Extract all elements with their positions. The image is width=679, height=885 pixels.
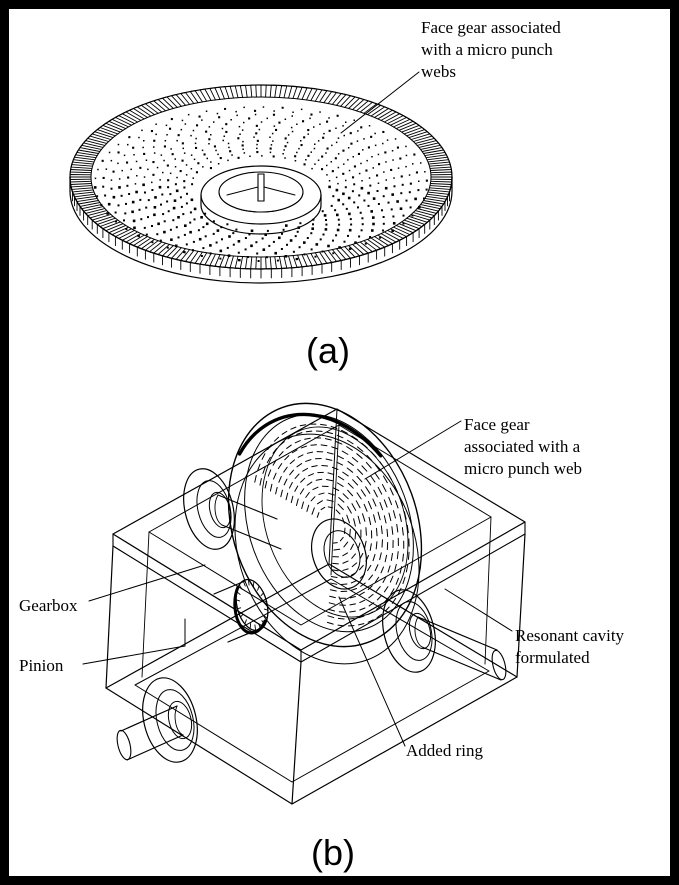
panel-b-gearbox: [82, 402, 526, 805]
hub-a: [200, 165, 322, 235]
leader-resonant-cavity: [444, 588, 513, 632]
face-gear-callout-label: Face gear associated with a micro punch …: [464, 415, 583, 478]
shaft-assembly-right: [382, 589, 507, 681]
gear-teeth-ring-a: [69, 84, 453, 279]
panel-a-letter: (a): [306, 330, 350, 371]
leader-webs: [340, 71, 420, 134]
resonant-cavity-callout-label: Resonant cavity formulated: [515, 626, 625, 667]
panel-b-letter: (b): [311, 832, 355, 873]
pinion-callout-label: Pinion: [19, 656, 64, 675]
face-gear-b: [227, 402, 423, 648]
leader-added-ring: [338, 596, 406, 747]
leader-pinion: [82, 618, 186, 665]
figure-drawing: [69, 71, 526, 805]
added-ring-callout-label: Added ring: [406, 741, 483, 760]
pinion-b: [213, 578, 269, 643]
panel-a-face-gear: [69, 71, 453, 284]
micro-punch-web-b: [254, 423, 410, 627]
leader-face-gear-b: [364, 420, 462, 480]
gearbox-callout-label: Gearbox: [19, 596, 78, 615]
pinion-shaft-assembly-front: [116, 677, 198, 763]
leader-gearbox: [88, 564, 206, 602]
micro-punch-web-a: [93, 106, 428, 262]
face-gear-webs-callout-label: Face gear associated with a micro punch …: [421, 18, 561, 81]
shaft-assembly-rear-left: [183, 468, 282, 550]
